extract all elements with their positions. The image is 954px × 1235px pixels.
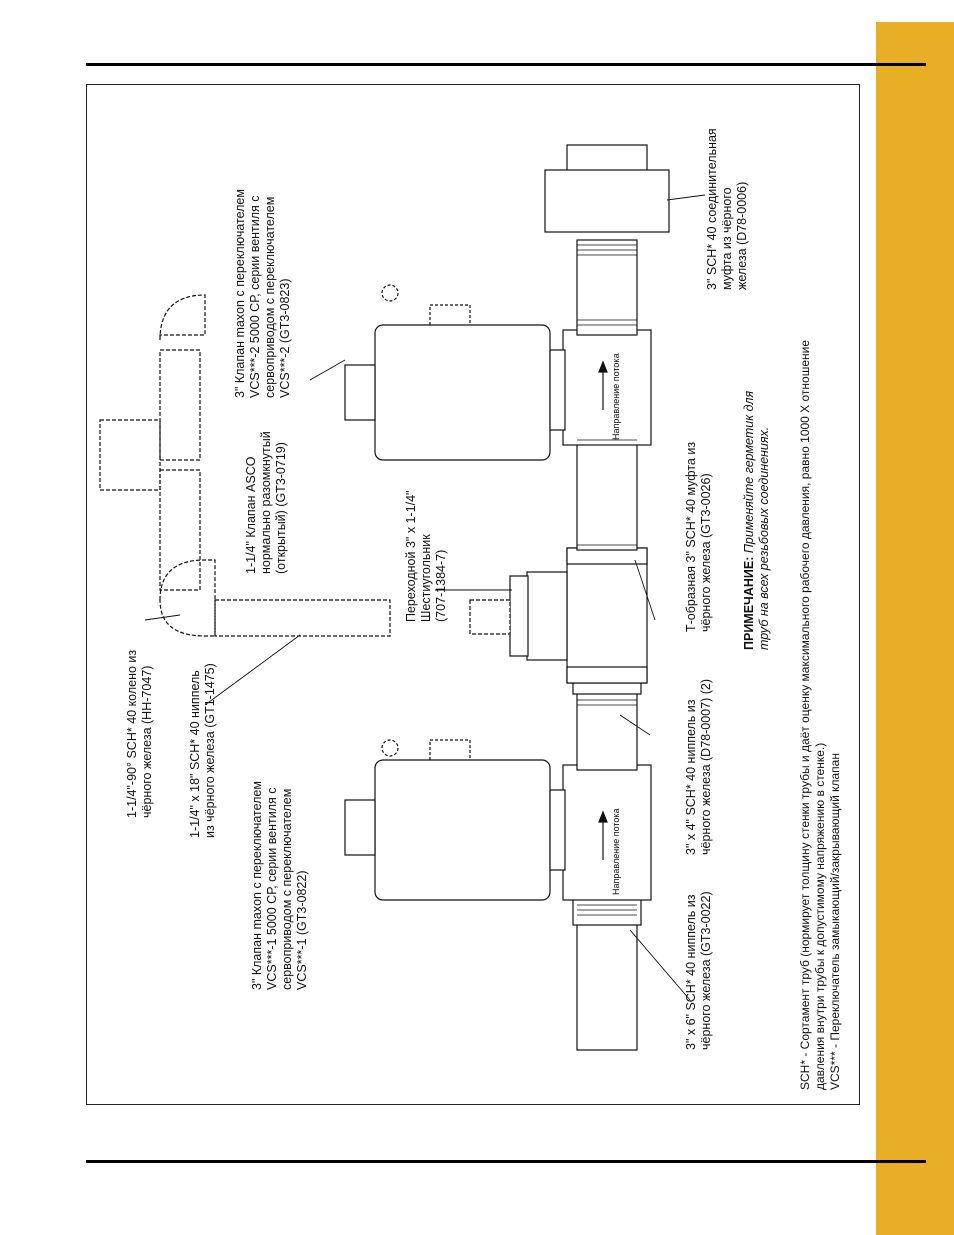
flow-label-2: Направление потока <box>611 353 621 440</box>
label-tee: Т-образная 3" SCH* 40 муфта из чёрного ж… <box>684 441 713 632</box>
leader-lines <box>144 194 706 1001</box>
flow-label-1: Направление потока <box>611 808 621 895</box>
label-union: 3" SCH* 40 соединительная муфта из чёрно… <box>705 128 749 290</box>
pipe-threads <box>577 244 637 916</box>
hex-bushing <box>469 571 568 661</box>
header-rule <box>86 63 926 66</box>
label-asco: 1-1/4" Клапан ASCO нормально разомкнутый… <box>244 431 288 574</box>
branch-piping <box>99 294 391 637</box>
valve2-actuator <box>344 284 566 461</box>
figure-frame <box>86 84 860 1105</box>
section-tab <box>876 22 954 1235</box>
label-hex: Переходной 3" x 1-1/4" Шестиугольник (70… <box>404 490 448 622</box>
label-valve2: 3" Клапан maxon с переключателем VCS***-… <box>233 189 292 398</box>
assembly-note: ПРИМЕЧАНИЕ: Применяйте герметик для труб… <box>742 390 771 650</box>
valve1-actuator <box>344 739 566 901</box>
label-nipple6: 3" x 6" SCH* 40 ниппель из чёрного желез… <box>684 891 713 1050</box>
main-pipe <box>544 144 670 1051</box>
label-valve1: 3" Клапан maxon с переключателем VCS***-… <box>250 781 309 990</box>
label-nipple4: 3" x 4" SCH* 40 ниппель из чёрного желез… <box>684 679 713 855</box>
label-nipple18: 1-1/4" x 18" SCH* 40 ниппель из чёрного … <box>188 663 217 838</box>
label-elbow: 1-1/4"-90° SCH* 40 колено из чёрного жел… <box>125 649 154 818</box>
footnotes: SCH* - Сортамент труб (нормирует толщину… <box>798 339 842 1090</box>
flow-arrows <box>598 360 608 860</box>
footer-rule <box>86 1160 926 1163</box>
